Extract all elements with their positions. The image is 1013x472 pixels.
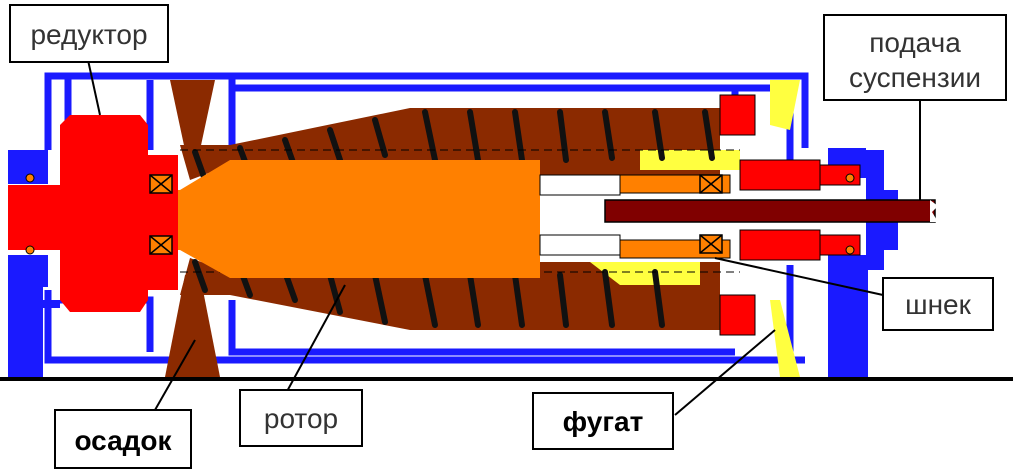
- svg-text:осадок: осадок: [74, 425, 172, 456]
- feed-tube: [604, 199, 938, 223]
- svg-text:подача: подача: [869, 27, 961, 58]
- leader-lines: [87, 59, 921, 416]
- centrate-liquid: [590, 80, 800, 377]
- label-feed: подача суспензии: [823, 14, 1007, 101]
- housing-frame: [44, 72, 809, 364]
- label-sediment: осадок: [54, 409, 192, 469]
- rotor-dashed-lines: [180, 149, 740, 273]
- svg-text:шнек: шнек: [905, 289, 971, 320]
- gearbox: [8, 115, 178, 312]
- label-screw: шнек: [882, 277, 994, 331]
- left-bearing-housing: [8, 150, 60, 377]
- label-centrate: фугат: [532, 392, 674, 450]
- label-rotor: ротор: [239, 389, 363, 447]
- base-line: [0, 377, 1013, 381]
- svg-text:суспензии: суспензии: [849, 62, 981, 93]
- bearings: [25, 173, 855, 255]
- svg-text:ротор: ротор: [264, 403, 338, 434]
- svg-text:редуктор: редуктор: [30, 19, 147, 50]
- feed-passages: [539, 174, 621, 256]
- inner-shaft: [140, 160, 540, 278]
- label-reducer: редуктор: [9, 4, 169, 63]
- right-hub: [719, 94, 861, 336]
- svg-text:фугат: фугат: [563, 406, 644, 437]
- sediment-discharge: [165, 80, 220, 377]
